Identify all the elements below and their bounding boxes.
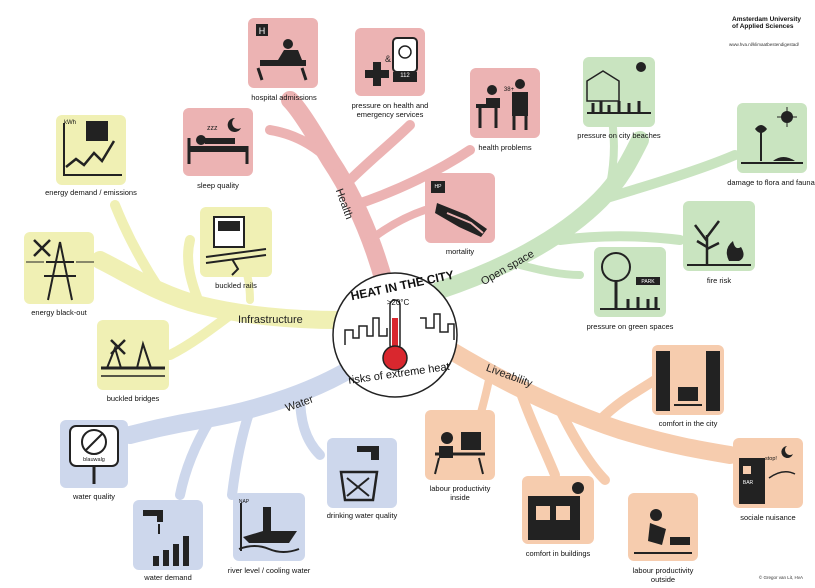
hospital-admissions-tile: H <box>248 18 318 88</box>
water-demand-label: water demand <box>144 573 192 582</box>
comfort-buildings-label: comfort in buildings <box>525 549 591 558</box>
buckled-rails-label: buckled rails <box>215 281 257 290</box>
center-temperature: >20°C <box>386 298 410 307</box>
water-demand-tile <box>133 500 203 570</box>
mortality-tag: HP <box>434 184 442 190</box>
buckled-bridges-label: buckled bridges <box>106 394 160 403</box>
green-spaces-tile <box>594 247 666 317</box>
website-link[interactable]: www.hva.nl/klimaatbestendigestad/ <box>728 42 799 47</box>
river-level-label: river level / cooling water <box>227 566 311 575</box>
nuisance-bar: BAR <box>742 480 754 486</box>
infrastructure-branch <box>91 200 349 360</box>
green-sign: PARK <box>641 279 655 285</box>
comfort-city-tile <box>652 345 724 415</box>
green-spaces-label: pressure on green spaces <box>586 322 674 331</box>
branch-label-infrastructure: Infrastructure <box>238 314 303 326</box>
university-logo: Amsterdam University of Applied Sciences <box>732 16 801 30</box>
city-beaches-tile <box>583 57 655 127</box>
mortality-label: mortality <box>445 247 475 256</box>
buckled-rails-tile <box>200 207 272 277</box>
energy-demand-label: energy demand / emissions <box>45 188 137 197</box>
svg-text:&: & <box>385 54 391 64</box>
flora-fauna-tile <box>737 103 807 173</box>
pressure-health-tile: & <box>355 28 425 96</box>
fire-risk-label: fire risk <box>706 276 732 285</box>
health-branch <box>265 91 475 294</box>
water-quality-tile <box>60 420 128 488</box>
river-tag: NAP <box>238 499 250 505</box>
comfort-buildings-tile <box>522 476 594 544</box>
energy-unit: kWh <box>64 120 76 126</box>
health-problems-tile <box>470 68 540 138</box>
liveability-branch <box>441 341 739 485</box>
comfort-city-label: comfort in the city <box>658 419 718 428</box>
svg-text:zzz: zzz <box>207 125 218 132</box>
water-sign: blauwalg <box>83 457 105 463</box>
credit-text: © Gregor van Lit, HvA <box>758 575 803 580</box>
pressure-health-label: pressure on health and emergency service… <box>351 101 429 119</box>
buckled-bridges-tile <box>97 320 169 390</box>
energy-blackout-label: energy black-out <box>31 308 87 317</box>
social-nuisance-label: sociale nuisance <box>740 513 796 522</box>
labour-inside-label: labour productivity inside <box>429 484 491 502</box>
thermometer-icon <box>382 299 408 371</box>
city-beaches-label: pressure on city beaches <box>577 131 661 140</box>
drinking-water-tile <box>327 438 397 508</box>
drinking-water-label: drinking water quality <box>326 511 398 520</box>
health-problems-label: health problems <box>478 143 532 152</box>
hospital-admissions-label: hospital admissions <box>251 93 317 102</box>
svg-text:H: H <box>259 26 266 36</box>
labour-outside-tile <box>628 493 698 561</box>
energy-demand-tile <box>56 115 126 185</box>
mortality-tile <box>425 173 495 243</box>
river-level-tile <box>233 493 305 561</box>
labour-outside-label: labour productivity outside <box>632 566 694 584</box>
pressure-health-number: 112 <box>400 73 410 79</box>
nuisance-stop: stop! <box>765 456 777 462</box>
sleep-quality-tile: zzz <box>183 108 253 176</box>
water-branch <box>121 351 374 500</box>
labour-inside-tile <box>425 410 495 480</box>
energy-blackout-tile <box>24 232 94 304</box>
flora-fauna-label: damage to flora and fauna <box>727 178 815 187</box>
sleep-quality-label: sleep quality <box>197 181 239 190</box>
fire-risk-tile <box>683 201 755 271</box>
water-quality-label: water quality <box>72 492 116 501</box>
social-nuisance-tile <box>733 438 803 508</box>
health-problems-temp: 38+ <box>503 87 515 93</box>
skyline-icon <box>344 313 455 345</box>
